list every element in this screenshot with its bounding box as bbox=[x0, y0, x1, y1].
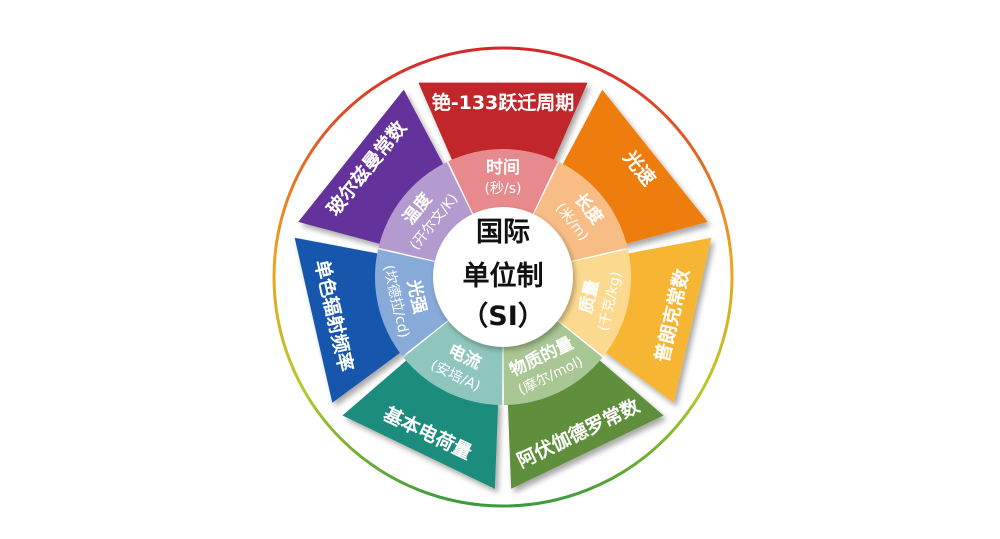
center-title-line2: 单位制 bbox=[463, 260, 544, 292]
unit-name-label: 时间 bbox=[486, 157, 520, 178]
unit-segment bbox=[554, 249, 632, 357]
constant-label: 铯-133跃迁周期 bbox=[432, 91, 575, 114]
center-circle bbox=[433, 207, 573, 347]
center-title-line3: （SI） bbox=[461, 301, 545, 332]
unit-label-group: 时间 (秒/s) bbox=[485, 157, 522, 197]
unit-symbol-label: (秒/s) bbox=[485, 181, 522, 197]
constant-segment bbox=[418, 82, 588, 164]
unit-segment bbox=[374, 249, 452, 357]
center-title-line1: 国际 bbox=[476, 217, 530, 248]
unit-segment bbox=[448, 148, 558, 218]
